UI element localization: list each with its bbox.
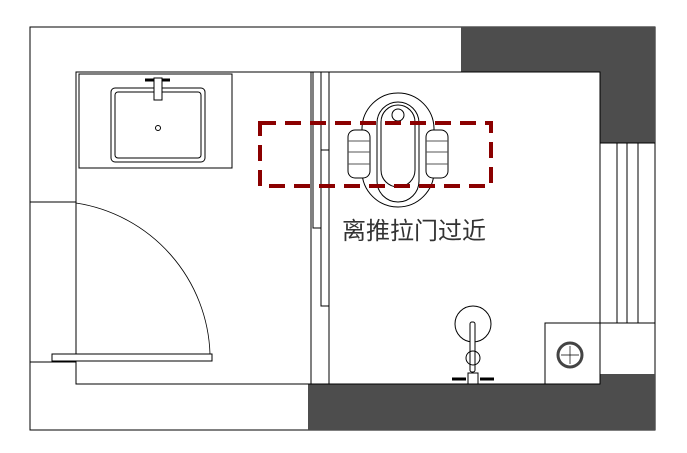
annotation-label: 离推拉门过近 bbox=[342, 217, 486, 245]
window bbox=[599, 142, 656, 324]
entry-door bbox=[30, 201, 213, 363]
problem-highlight-box bbox=[258, 121, 493, 188]
walls bbox=[308, 27, 655, 430]
squat-toilet bbox=[347, 92, 449, 208]
room-boundary bbox=[75, 71, 601, 385]
shower bbox=[452, 305, 494, 385]
sliding-door bbox=[310, 71, 330, 384]
washbasin bbox=[78, 73, 233, 169]
floor-drain bbox=[544, 322, 601, 385]
